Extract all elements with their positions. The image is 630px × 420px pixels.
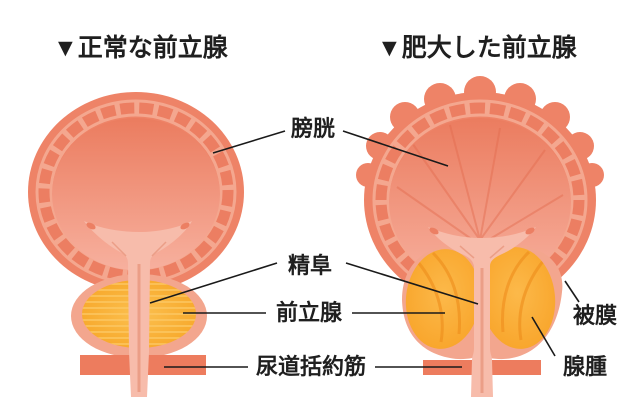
leader-adenoma — [531, 316, 556, 357]
left-figure-normal-prostate — [28, 92, 244, 397]
adenoma-left-lobe-creases — [416, 251, 462, 343]
label-adenoma: 腺腫 — [563, 354, 607, 379]
urethra-left-creases — [111, 241, 167, 392]
adenoma-right-lobe-creases — [500, 250, 546, 341]
label-capsule: 被膜 — [573, 303, 617, 328]
title-normal-prostate: ▼正常な前立腺 — [53, 33, 229, 62]
leader-lines — [149, 130, 580, 368]
bladder-right-trabeculations — [396, 124, 564, 246]
ureter-openings-right — [429, 227, 535, 235]
label-prostate: 前立腺 — [276, 300, 343, 325]
title-enlarged-prostate: ▼肥大した前立腺 — [377, 33, 578, 62]
bladder-right-lumen — [389, 118, 571, 286]
label-bladder: 膀胱 — [291, 116, 335, 141]
right-figure-enlarged-prostate — [356, 76, 604, 397]
adenoma-left-lobe — [405, 249, 481, 349]
leader-colliculus-right — [345, 262, 479, 305]
label-seminal-colliculus: 精阜 — [288, 253, 332, 278]
label-urethral-sphincter: 尿道括約筋 — [256, 354, 366, 379]
leader-bladder-left — [212, 130, 286, 154]
ureter-openings-left — [86, 222, 190, 230]
leader-capsule — [564, 280, 580, 303]
urethra-right-creases — [459, 245, 505, 393]
leader-bladder-right — [342, 130, 449, 167]
leader-colliculus-left — [149, 262, 278, 304]
